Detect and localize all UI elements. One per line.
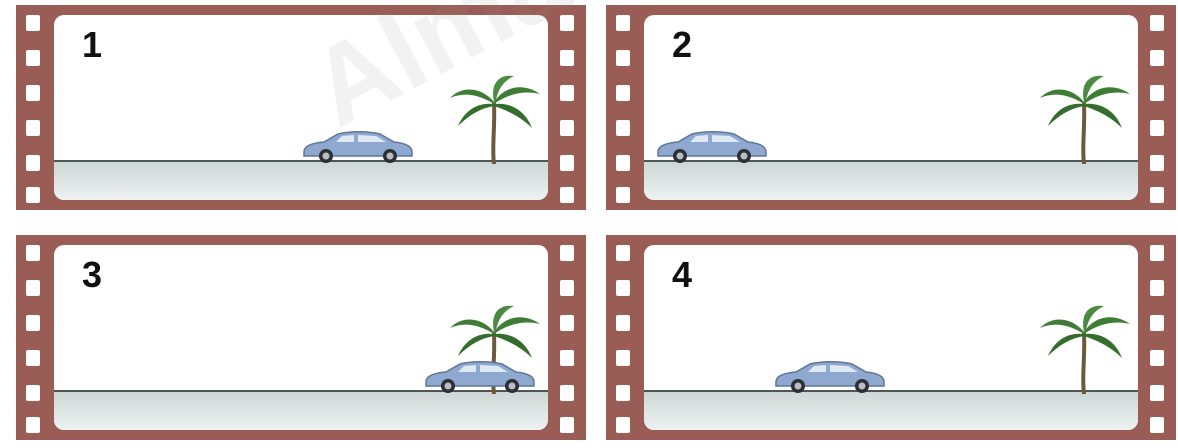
sprocket-holes-right [560, 5, 576, 210]
frame-scene: 4 [644, 245, 1138, 430]
sprocket-holes-right [560, 235, 576, 440]
frame-number: 1 [82, 24, 103, 65]
sprocket-holes-left [26, 5, 42, 210]
sprocket-holes-right [1150, 235, 1166, 440]
film-frame-3: 3 [16, 235, 586, 440]
frame-number: 2 [672, 24, 693, 65]
ground [644, 390, 1138, 430]
ground [54, 160, 548, 200]
ground [644, 160, 1138, 200]
frame-number: 3 [82, 254, 103, 295]
palm-tree-icon [1036, 72, 1132, 164]
palm-tree-icon [446, 72, 542, 164]
frame-scene: 3 [54, 245, 548, 430]
frame-scene: 1 [54, 15, 548, 200]
frame-number: 4 [672, 254, 693, 295]
palm-tree-icon [1036, 302, 1132, 394]
sprocket-holes-left [26, 235, 42, 440]
palm-tree-icon [446, 302, 542, 394]
ground [54, 390, 548, 430]
film-frame-1: 1 [16, 5, 586, 210]
car-icon [420, 360, 538, 394]
car-icon [652, 130, 770, 164]
sprocket-holes-left [616, 5, 632, 210]
sprocket-holes-right [1150, 5, 1166, 210]
film-frame-2: 2 [606, 5, 1176, 210]
frame-scene: 2 [644, 15, 1138, 200]
film-frame-4: 4 [606, 235, 1176, 440]
car-icon [770, 360, 888, 394]
sprocket-holes-left [616, 235, 632, 440]
car-icon [298, 130, 416, 164]
